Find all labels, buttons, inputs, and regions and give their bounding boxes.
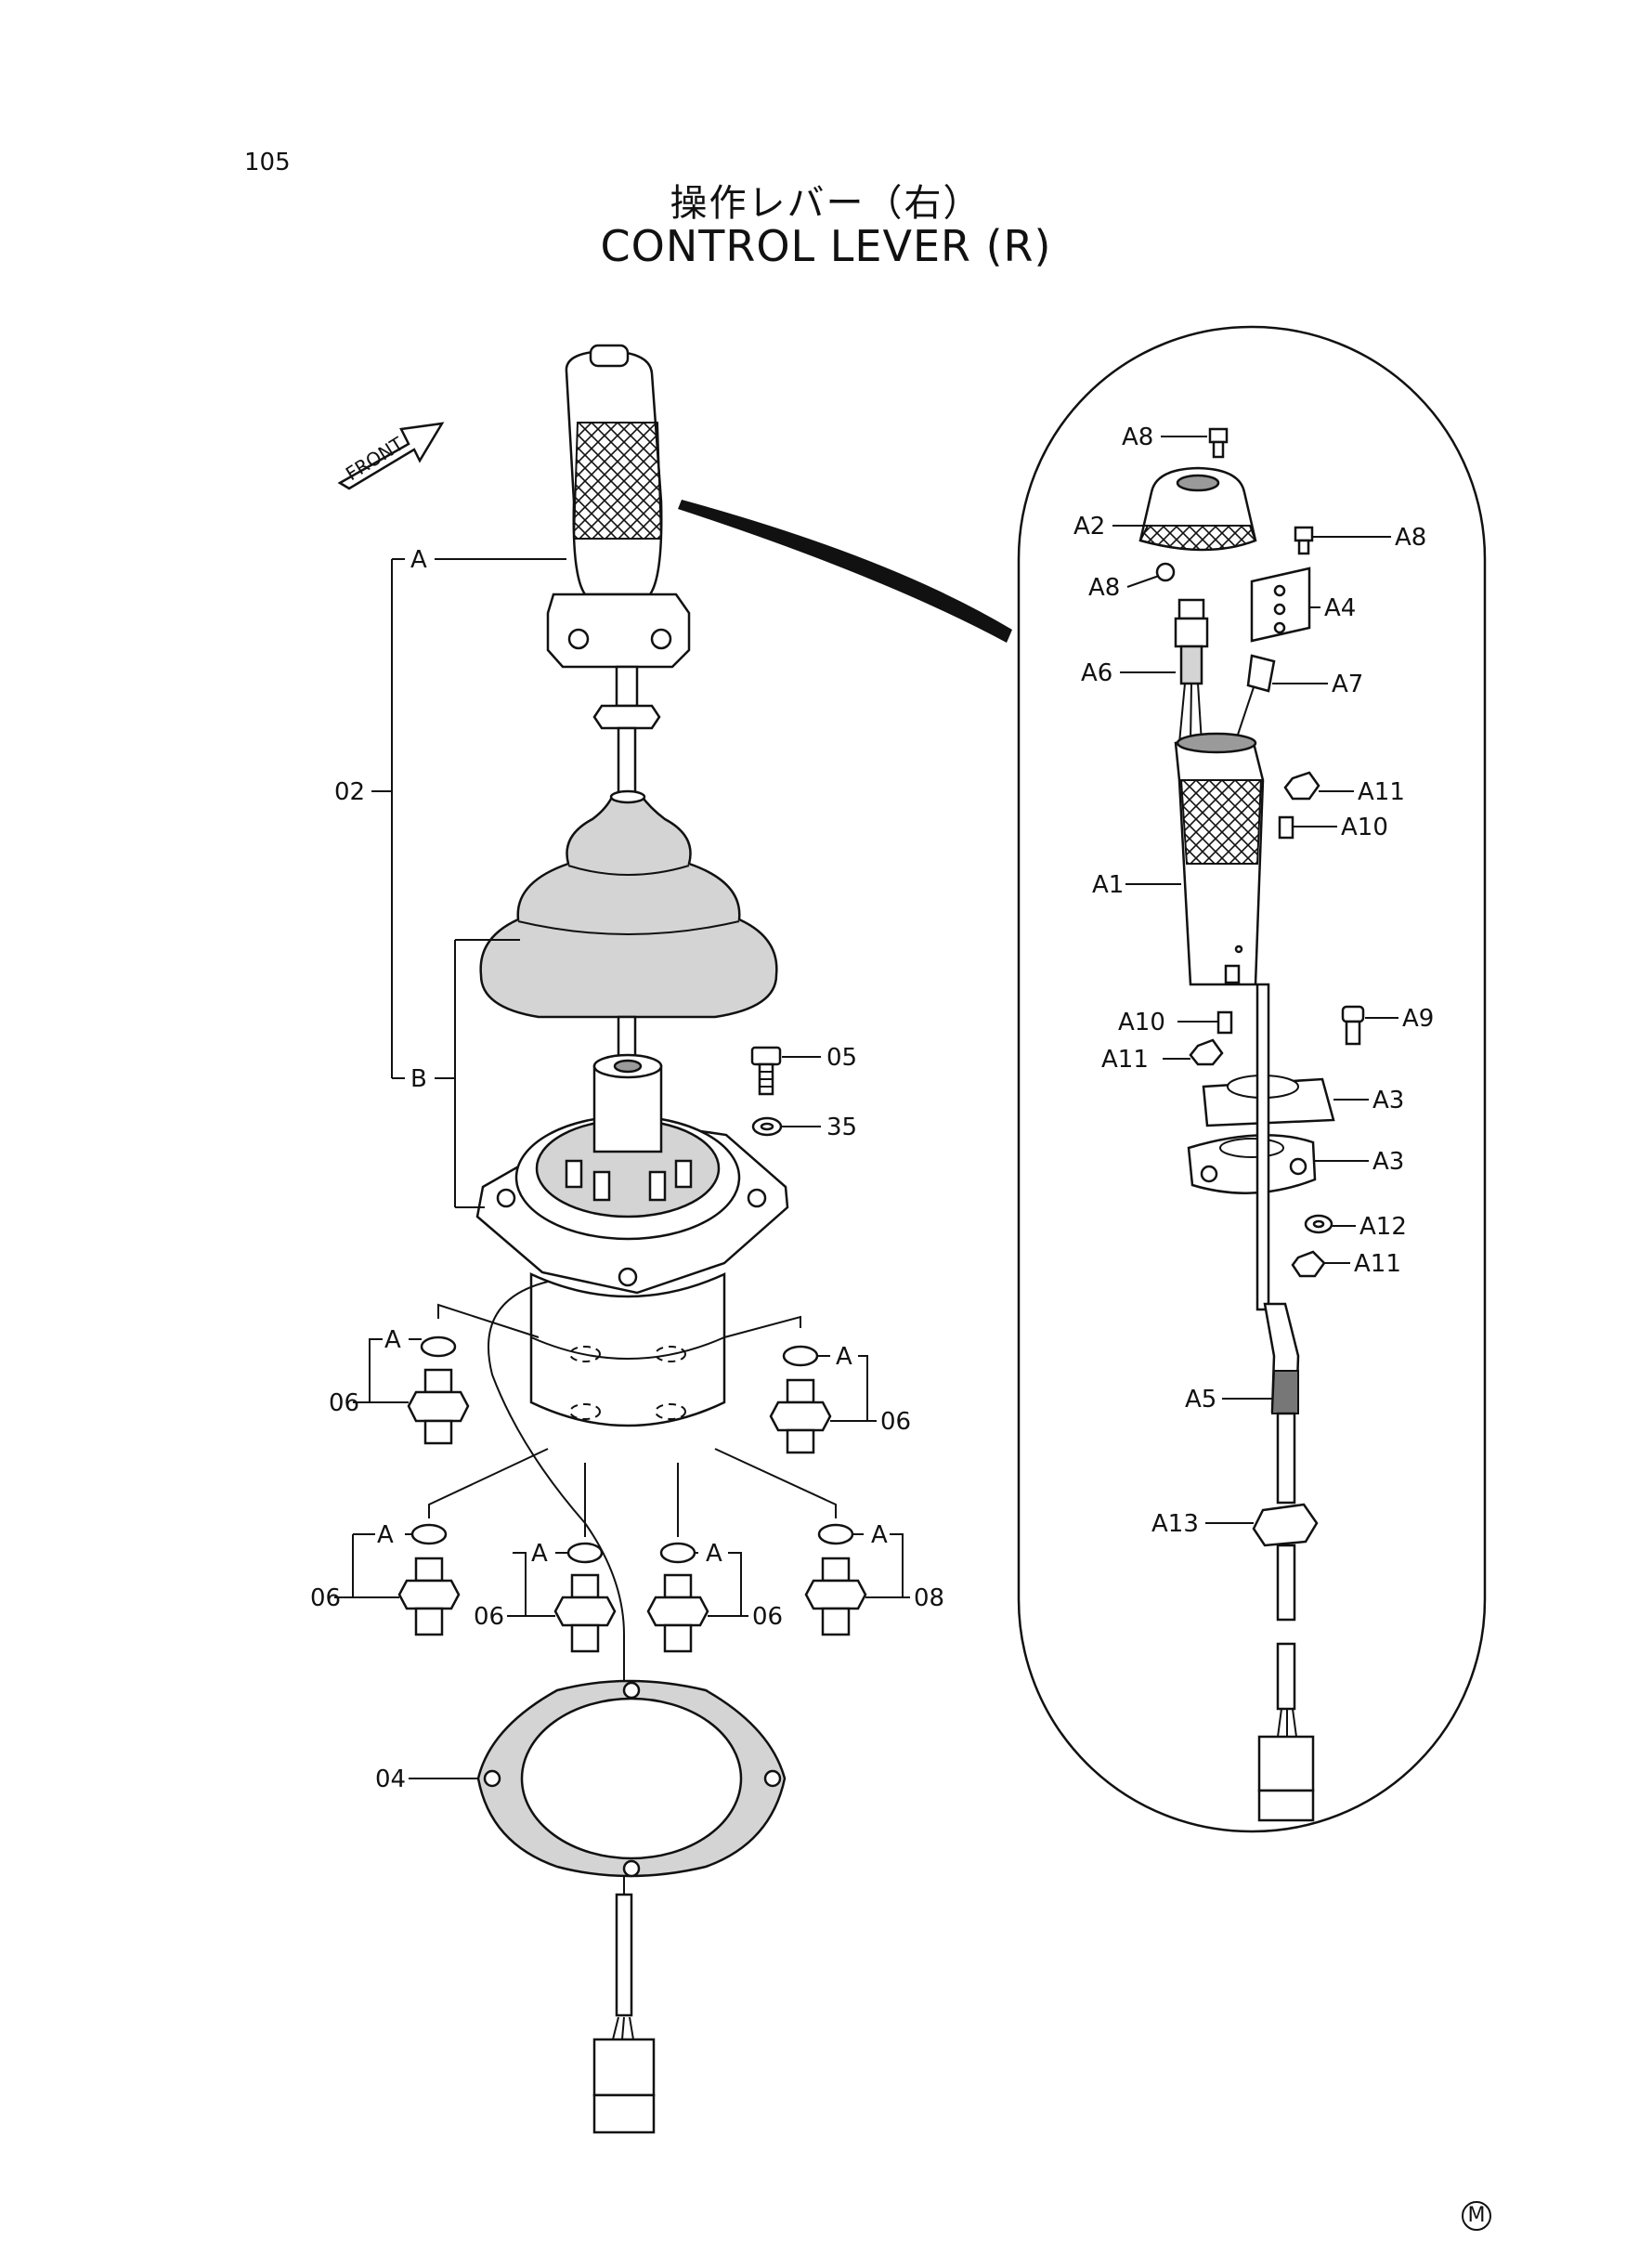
- shaft-nut: [592, 704, 661, 730]
- callout-04: 04: [375, 1765, 406, 1793]
- callout-06-fit2: 06: [880, 1408, 911, 1436]
- callout-A1: A1: [1092, 871, 1124, 899]
- callout-A9: A9: [1402, 1005, 1434, 1033]
- callout-05: 05: [826, 1044, 857, 1072]
- title-japanese: 操作レバー（右）: [670, 182, 982, 225]
- callout-A4: A4: [1324, 594, 1356, 622]
- callout-A-fit5: A: [706, 1540, 722, 1568]
- callout-A-fit6: A: [871, 1521, 888, 1549]
- callout-A5: A5: [1185, 1386, 1216, 1414]
- callout-A7: A7: [1332, 671, 1363, 698]
- callout-A8-right: A8: [1395, 524, 1426, 552]
- callout-B: B: [410, 1065, 427, 1093]
- callout-A-fit2: A: [836, 1343, 852, 1371]
- callout-A13: A13: [1151, 1510, 1199, 1538]
- callout-A11-upper: A11: [1358, 778, 1405, 806]
- title-english: CONTROL LEVER (R): [600, 221, 1052, 271]
- callout-A3-lower: A3: [1372, 1148, 1404, 1176]
- front-arrow: FRONT: [337, 422, 445, 490]
- callout-A-fit3: A: [377, 1521, 394, 1549]
- callout-08: 08: [914, 1584, 944, 1612]
- callout-A2: A2: [1073, 513, 1105, 541]
- callout-A-top: A: [410, 546, 427, 574]
- callout-02: 02: [334, 778, 365, 806]
- fitting-06-left-upper: [407, 1335, 470, 1445]
- callout-06-fit4: 06: [474, 1603, 504, 1631]
- callout-35: 35: [826, 1114, 857, 1141]
- callout-06-fit1: 06: [329, 1389, 359, 1417]
- lever-grip: [546, 344, 691, 669]
- control-valve-body: [475, 1053, 789, 1895]
- callout-A10-lower: A10: [1118, 1009, 1165, 1036]
- callout-A8-left: A8: [1088, 574, 1120, 602]
- callout-A-fit1: A: [384, 1326, 401, 1354]
- fitting-08-right-lower: [804, 1523, 867, 1636]
- callout-A11-lower: A11: [1354, 1250, 1401, 1278]
- callout-A-fit4: A: [531, 1540, 548, 1568]
- callout-06-fit5: 06: [752, 1603, 783, 1631]
- callout-A10-upper: A10: [1341, 814, 1388, 841]
- page-number: 105: [244, 149, 291, 176]
- grip-detail-enclosure: [1017, 325, 1487, 1833]
- fitting-06-center-left: [553, 1542, 617, 1653]
- detail-pointer-arrow: [678, 500, 1012, 643]
- main-connector: [592, 1893, 656, 2134]
- callout-A3-upper: A3: [1372, 1087, 1404, 1114]
- bolt-05: [750, 1046, 782, 1096]
- gasket-04: [476, 1679, 787, 1878]
- grip-knurl: [572, 422, 663, 540]
- grip-detail-parts: [1138, 427, 1365, 1822]
- rubber-boot: [479, 789, 778, 1019]
- callout-A6: A6: [1081, 659, 1112, 687]
- circled-m-mark: M: [1462, 2201, 1491, 2231]
- callout-A8-top: A8: [1122, 423, 1153, 451]
- callout-A12: A12: [1359, 1213, 1407, 1241]
- grip-cap: [589, 344, 630, 368]
- fitting-06-left-lower: [397, 1523, 461, 1636]
- lever-shaft: [592, 665, 661, 795]
- fitting-06-center-right: [646, 1542, 709, 1653]
- callout-06-fit3: 06: [310, 1584, 341, 1612]
- fitting-06-right-upper: [769, 1345, 832, 1454]
- callout-A11-mid: A11: [1101, 1046, 1149, 1074]
